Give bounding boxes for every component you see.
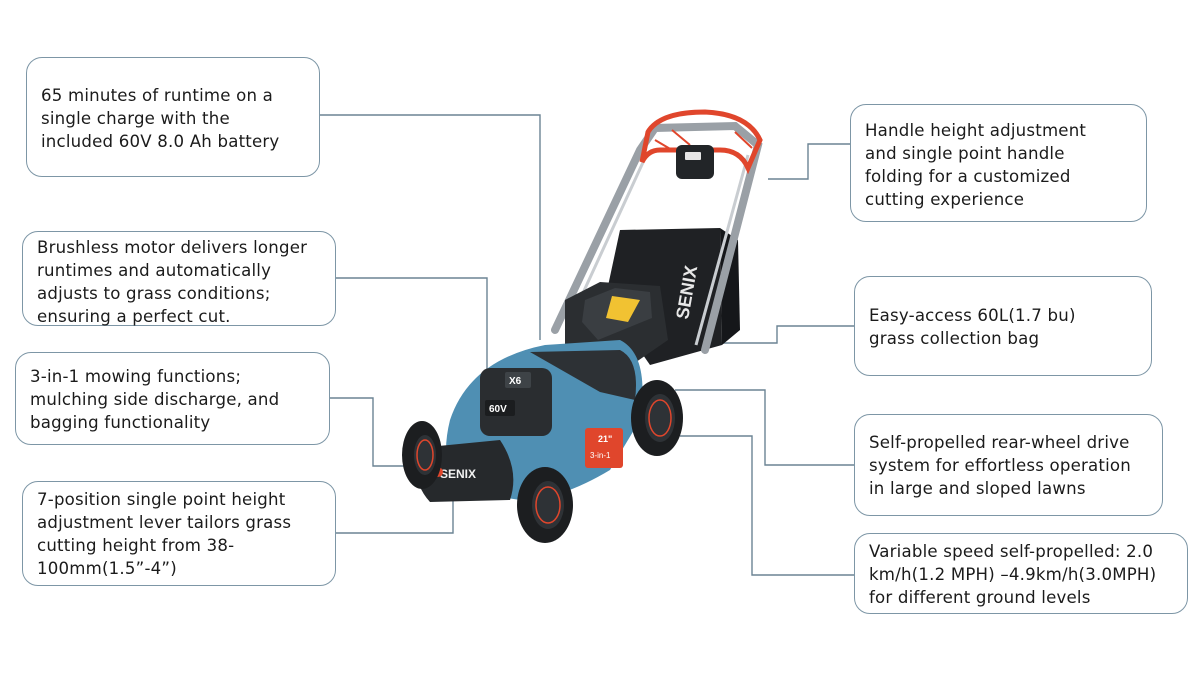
front-right-wheel: [517, 467, 573, 543]
leader-bag: [700, 325, 854, 344]
callout-height: 7-position single point height adjustmen…: [22, 481, 336, 586]
deck-badge: [585, 428, 623, 468]
leader-functions: [330, 397, 405, 467]
front-brand-label: SENIX: [440, 467, 476, 481]
front-left-wheel: [402, 421, 442, 489]
leader-runtime: [320, 114, 541, 340]
handle-control-box: [676, 145, 714, 179]
callout-speed: Variable speed self-propelled: 2.0 km/h(…: [854, 533, 1188, 614]
bail-lever: [639, 109, 763, 175]
rear-wheel: [631, 380, 683, 456]
callout-handle: Handle height adjustment and single poin…: [850, 104, 1147, 222]
handle-frame: [551, 121, 763, 354]
battery-series-label: X6: [509, 376, 522, 387]
leader-drive: [675, 389, 854, 466]
callout-functions: 3-in-1 mowing functions; mulching side d…: [15, 352, 330, 445]
deck-badge-label: 3-in-1: [590, 451, 611, 460]
leader-speed: [680, 435, 854, 576]
callout-bag: Easy-access 60L(1.7 bu) grass collection…: [854, 276, 1152, 376]
leader-height: [336, 493, 454, 534]
battery-voltage-label: 60V: [489, 404, 507, 415]
callout-runtime: 65 minutes of runtime on a single charge…: [26, 57, 320, 177]
callout-motor: Brushless motor delivers longer runtimes…: [22, 231, 336, 326]
callout-drive: Self-propelled rear-wheel drive system f…: [854, 414, 1163, 516]
deck-size-label: 21": [598, 434, 612, 444]
leader-handle: [768, 143, 850, 180]
battery-pack: [480, 368, 552, 436]
